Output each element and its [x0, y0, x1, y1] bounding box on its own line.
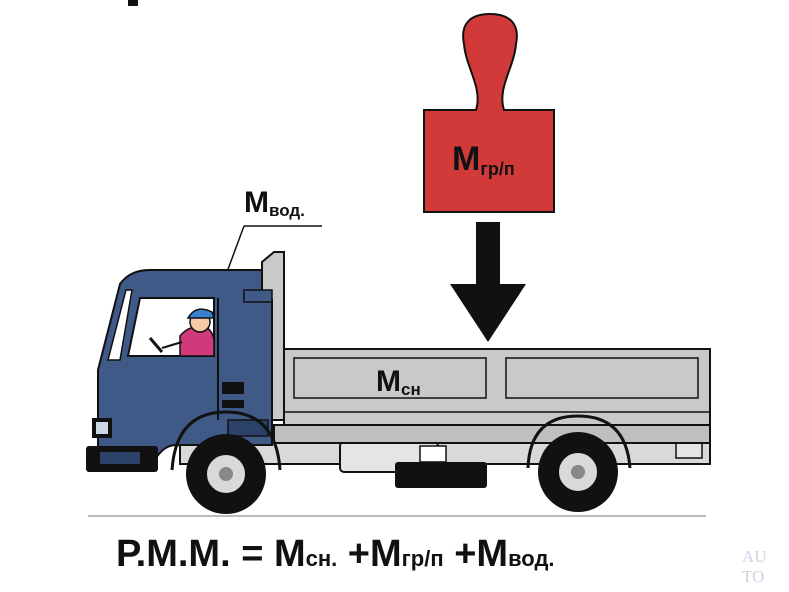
truck: Mсн: [86, 251, 711, 514]
cargo-floor: [273, 424, 711, 444]
cab-windshield: [107, 289, 133, 361]
rear-wheel-hub: [571, 465, 585, 479]
cargo-weight-label: Mгр/п: [452, 140, 515, 179]
front-wheel-hub: [219, 467, 233, 481]
steering-wheel: [148, 337, 164, 353]
rear-wheel: [538, 432, 618, 512]
headlight-inner: [96, 422, 108, 434]
cab-mirror-arm: [243, 289, 273, 303]
cargo-body-panel-1: [293, 357, 487, 399]
formula-term3: +M: [444, 533, 508, 575]
cargo-body: [283, 348, 711, 426]
rear-bumper: [675, 441, 703, 459]
driver-arm: [161, 341, 183, 349]
cab-handle: [222, 382, 244, 394]
driver-cap: [186, 308, 216, 319]
formula-lhs: Р.М.М. =: [116, 533, 274, 575]
watermark-2: TO: [742, 567, 764, 586]
formula-term2: +M: [337, 533, 401, 575]
driver-mass-label: Mвод.: [244, 186, 305, 220]
cab-handle-2: [222, 400, 244, 408]
formula-term2-sub: гр/п: [402, 546, 444, 571]
load-arrow: [450, 222, 526, 342]
formula-term3-sub: вод.: [508, 546, 554, 571]
cab-grille: [100, 452, 140, 464]
formula-term1-sub: сн.: [306, 546, 338, 571]
cargo-weight-shape: [423, 12, 555, 213]
battery-box: [395, 462, 487, 488]
formula: Р.М.М. = Mсн. +Mгр/п +Mвод.: [116, 533, 555, 575]
formula-term1: M: [274, 533, 306, 575]
driver-figure: [148, 308, 216, 357]
cargo-body-label: Mсн: [376, 365, 421, 399]
cargo-body-panel-2: [505, 357, 699, 399]
cab-step: [227, 419, 269, 437]
tank-step: [419, 445, 447, 463]
watermark-line2: TO: [742, 567, 764, 586]
front-wheel-arch: [170, 410, 282, 471]
watermark: AU: [742, 547, 767, 566]
rear-wheel-arch: [526, 414, 632, 469]
cropped-text-fragment: [128, 0, 138, 6]
cargo-weight: Mгр/п: [423, 12, 555, 213]
watermark-line1: AU: [742, 547, 767, 566]
front-wheel: [186, 434, 266, 514]
